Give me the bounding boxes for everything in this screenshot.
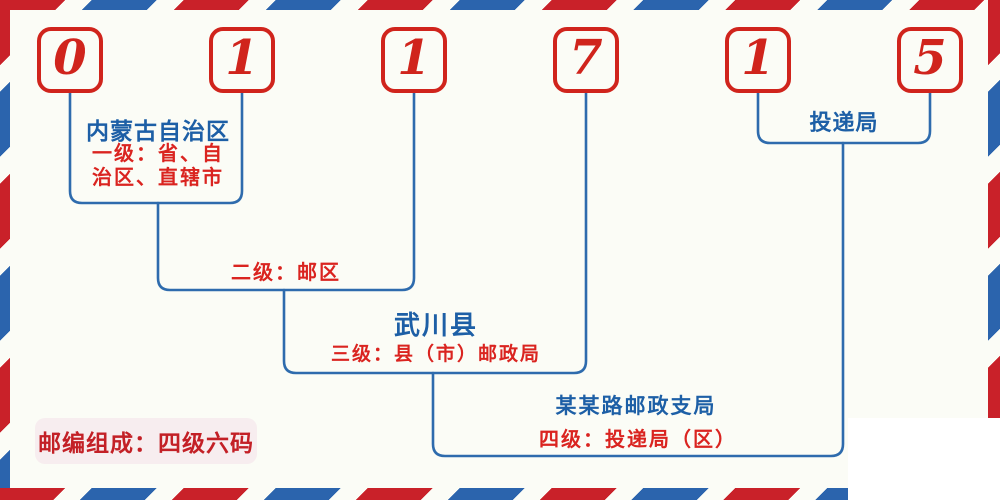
digit-box-5: 1 [725,27,791,93]
digit-1: 0 [53,30,87,86]
airmail-stripe-border-left [0,0,10,500]
level3-description: 三级：县（市）邮政局 [330,343,542,365]
level4-place-label: 某某路邮政支局 [555,393,717,418]
bracket-level3 [282,91,588,375]
digit-4: 7 [569,30,603,86]
airmail-stripe-border-right [988,0,1000,500]
level1-place-label: 内蒙古自治区 [86,118,230,145]
level4-description: 四级：投递局（区） [539,427,737,451]
bottom-right-white-patch [848,418,1000,500]
digit-3: 1 [397,30,431,86]
digit-box-2: 1 [209,27,275,93]
digit-box-6: 5 [897,27,963,93]
digit-box-1: 0 [37,27,103,93]
note-text: 邮编组成：四级六码 [38,430,254,457]
level3-place-label: 武川县 [393,311,479,341]
digit-6: 5 [913,30,947,86]
airmail-stripe-border-top [0,0,1000,10]
level2-description: 二级：邮区 [231,260,341,284]
level1-description-line1: 一级：省、自 [92,141,224,165]
level1-description-line2: 治区、直辖市 [92,165,224,189]
digit-box-3: 1 [381,27,447,93]
bracket-level2 [156,91,416,292]
level1-description: 一级：省、自 治区、直辖市 [92,141,224,189]
digit-5: 1 [741,30,775,86]
note-pill: 邮编组成：四级六码 [35,418,257,464]
digit-2: 1 [225,30,259,86]
airmail-stripe-border-bottom [0,488,1000,500]
bracket-level1 [68,91,244,205]
bracket-delivery [756,91,932,145]
digit-box-4: 7 [553,27,619,93]
bracket-level4 [431,141,845,458]
delivery-office-label: 投递局 [809,110,879,136]
